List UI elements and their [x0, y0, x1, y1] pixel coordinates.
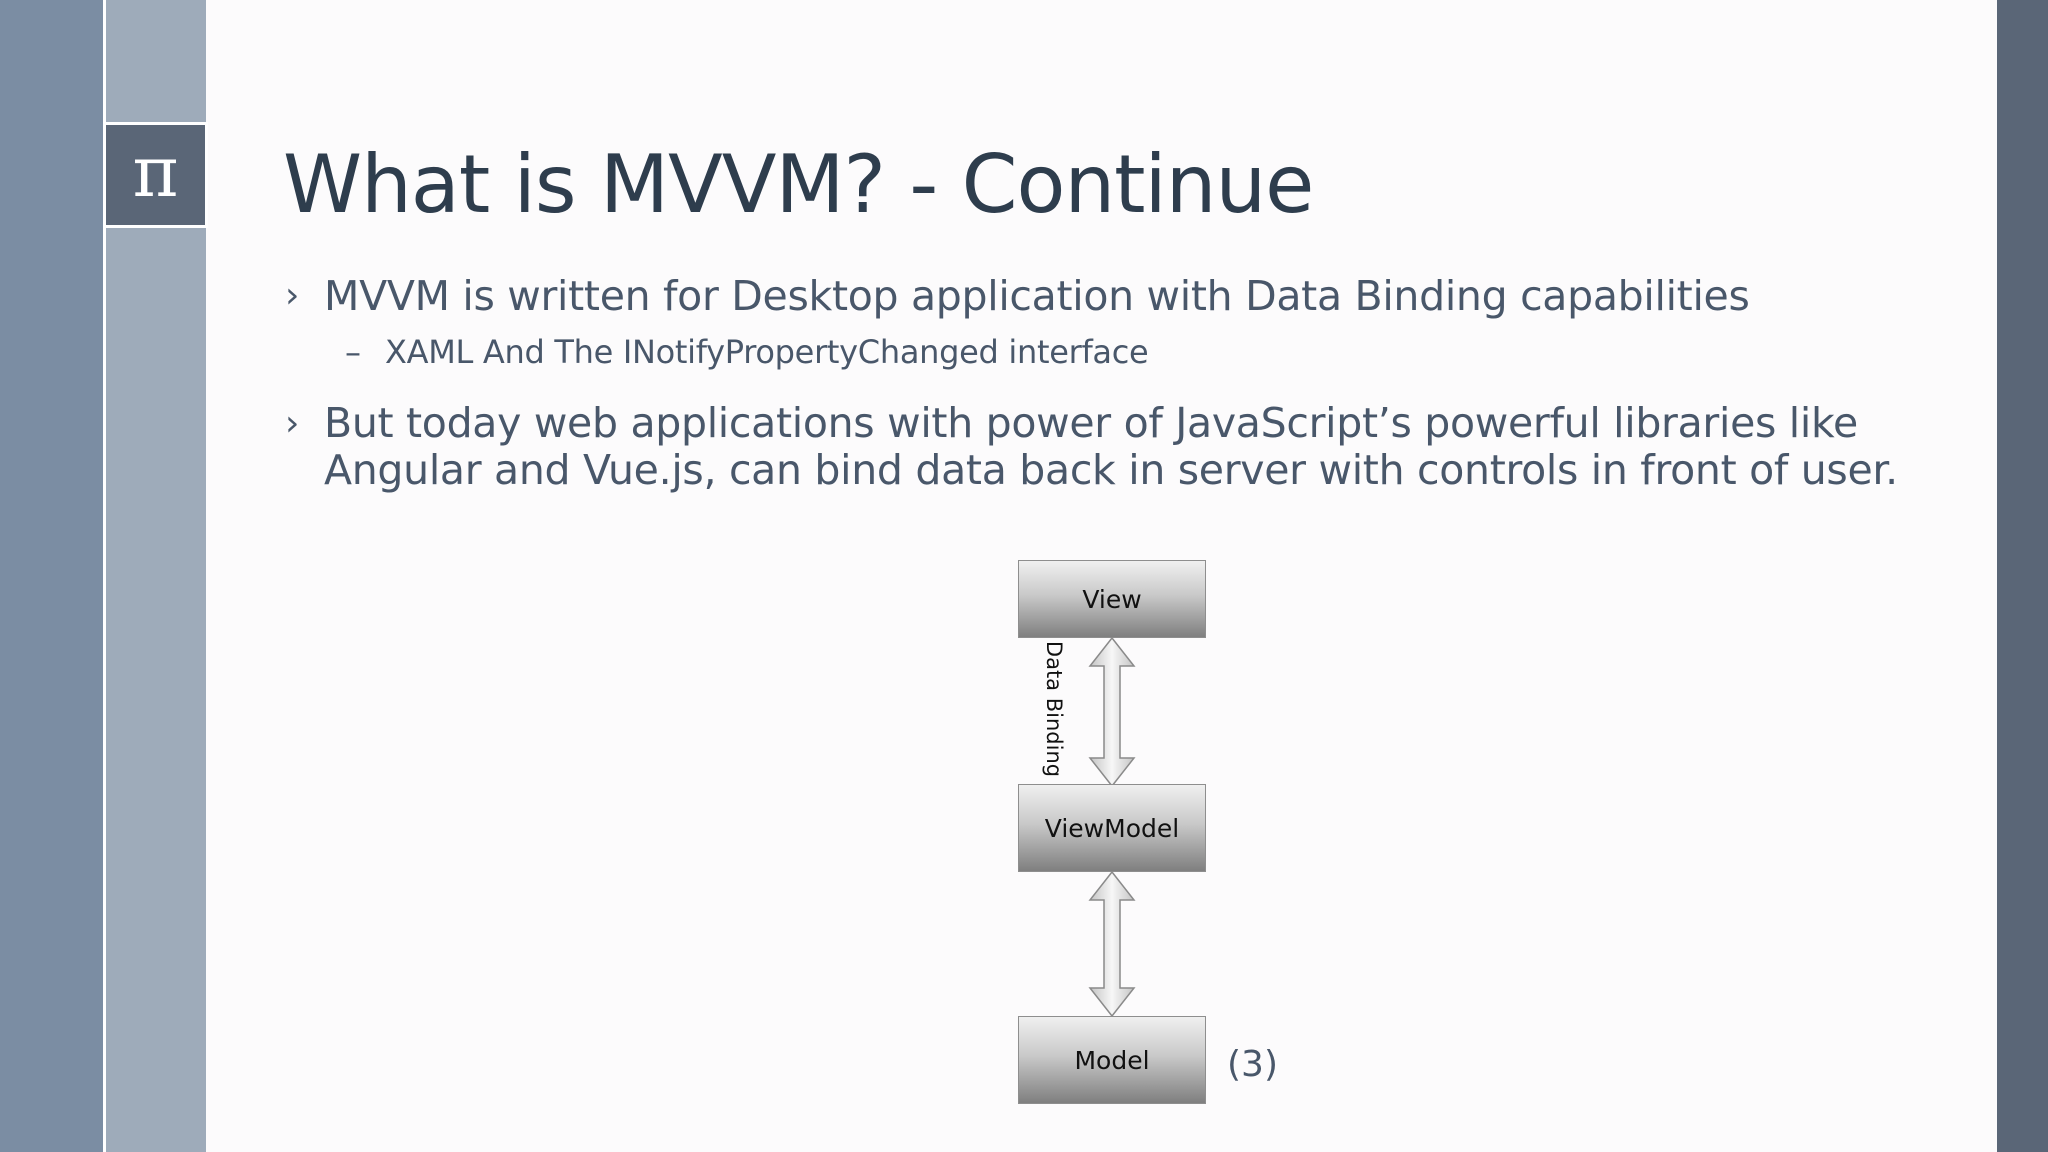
pi-logo: π: [103, 122, 208, 228]
bullet-item: › MVVM is written for Desktop applicatio…: [285, 272, 1750, 320]
double-arrow-icon: [1088, 636, 1136, 788]
sub-bullet-marker: –: [345, 333, 361, 371]
double-arrow-icon: [1088, 870, 1136, 1018]
sub-bullet-text: XAML And The INotifyPropertyChanged inte…: [385, 333, 1149, 371]
slide-title: What is MVVM? - Continue: [283, 138, 1314, 231]
left-band-divider: [103, 0, 106, 1152]
bullet-marker: ›: [285, 403, 300, 444]
bullet-marker: ›: [285, 275, 300, 316]
pi-symbol-icon: π: [132, 131, 179, 213]
bullet-item: › But today web applications with power …: [285, 400, 1898, 494]
data-binding-label: Data Binding: [1042, 640, 1066, 778]
bullet-text: MVVM is written for Desktop application …: [324, 272, 1750, 320]
viewmodel-box: ViewModel: [1018, 784, 1206, 872]
reference-note: (3): [1227, 1044, 1278, 1085]
left-decorative-band: [0, 0, 103, 1152]
bullet-text-line: But today web applications with power of…: [324, 399, 1858, 447]
model-box: Model: [1018, 1016, 1206, 1104]
sub-bullet-item: –XAML And The INotifyPropertyChanged int…: [345, 333, 1149, 371]
mvvm-diagram: View Data Binding ViewModel Model: [1000, 550, 1340, 1110]
bullet-text-line: Angular and Vue.js, can bind data back i…: [324, 446, 1898, 494]
right-decorative-band: [1997, 0, 2048, 1152]
view-box: View: [1018, 560, 1206, 638]
